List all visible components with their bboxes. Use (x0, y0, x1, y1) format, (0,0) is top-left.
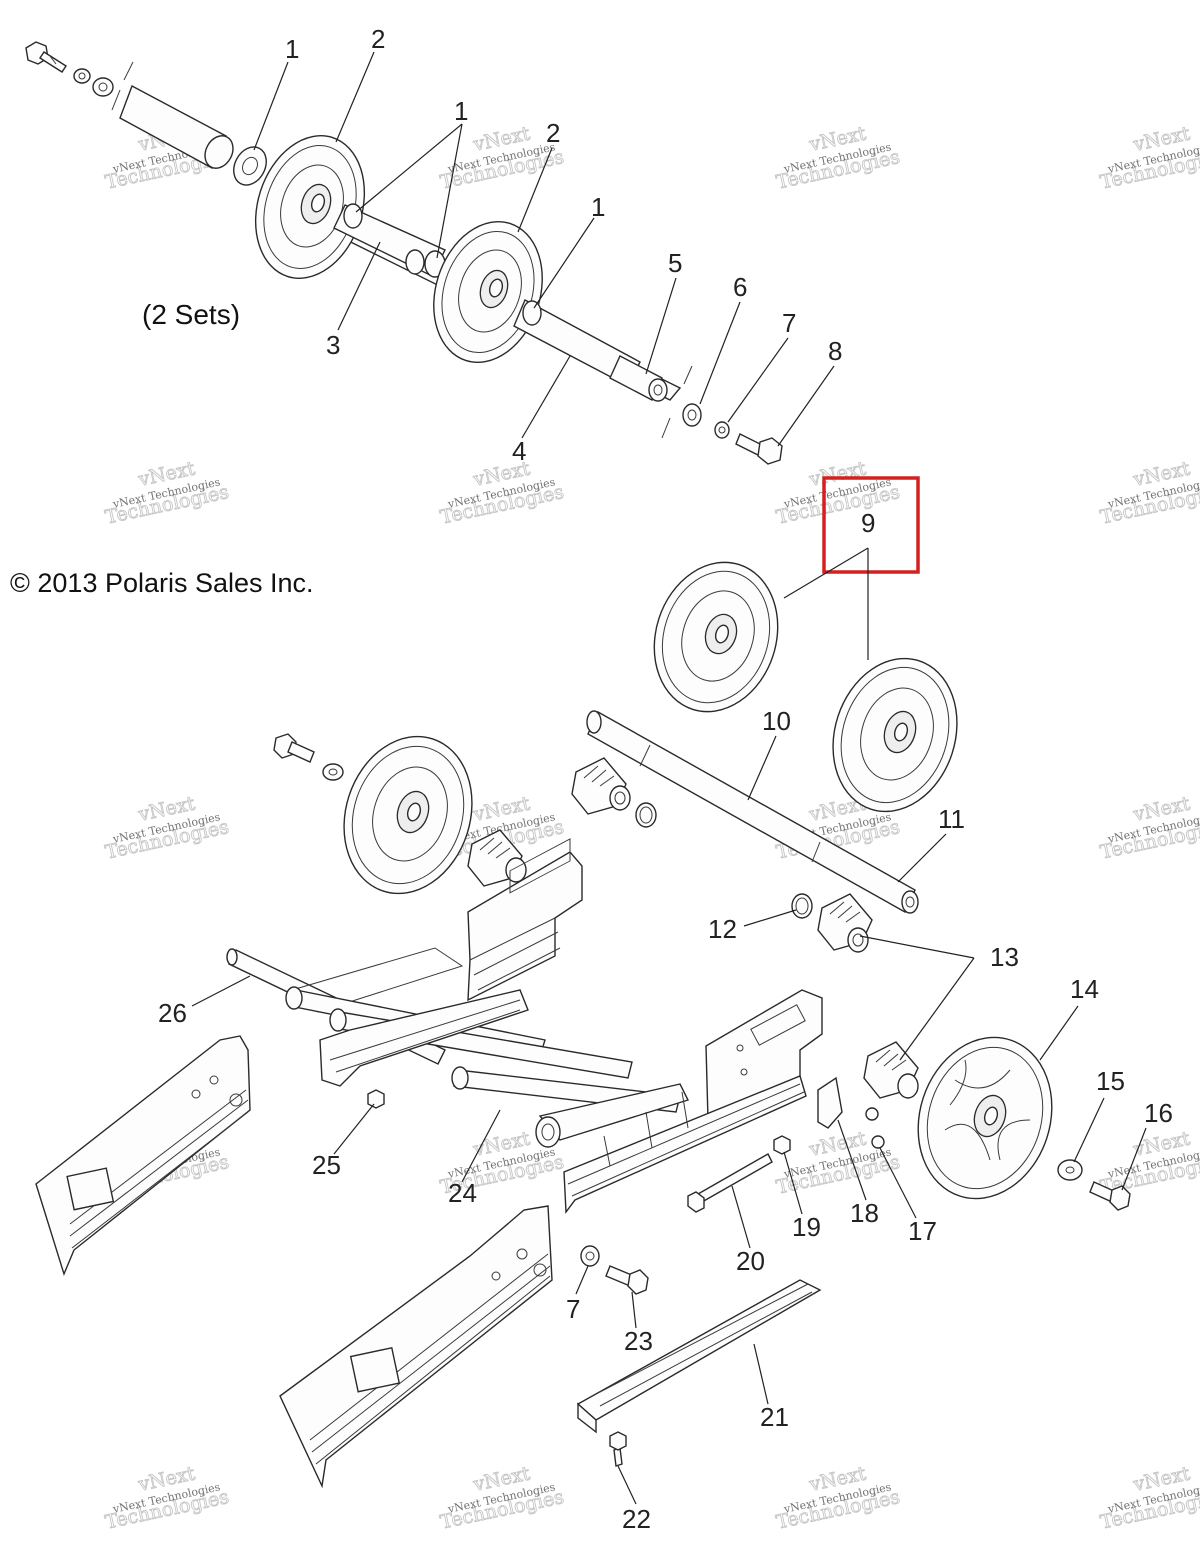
rear-suspension-frame (226, 838, 885, 1214)
bolt-20 (687, 1153, 773, 1213)
callout-label: 15 (1096, 1066, 1125, 1096)
bearing-blocks-13 (467, 757, 919, 1099)
callout-label: 2 (546, 118, 560, 148)
left-wheel-group (273, 733, 473, 895)
callout-label: 7 (782, 308, 796, 338)
bolt-top-left (25, 41, 67, 73)
callout-label: 17 (908, 1216, 937, 1246)
slide-rail-upper-left (35, 1035, 251, 1277)
callout-label: 4 (512, 436, 526, 466)
idler-wheel-2-left (254, 135, 366, 279)
rear-wheel-14 (917, 1036, 1131, 1211)
callout-label: 14 (1070, 974, 1099, 1004)
callout-label: 1 (591, 192, 605, 222)
leader-lines (191, 51, 1147, 1505)
callout-label: 5 (668, 248, 682, 278)
callout-label: 25 (312, 1150, 341, 1180)
callout-label: 24 (448, 1178, 477, 1208)
callout-label: 13 (990, 942, 1019, 972)
callout-label: 1 (454, 96, 468, 126)
cross-shaft-10 (586, 710, 919, 914)
callout-label: 16 (1144, 1098, 1173, 1128)
callout-label: 3 (326, 330, 340, 360)
callout-label: 12 (708, 914, 737, 944)
callout-label: 6 (733, 272, 747, 302)
callout-label: 2 (371, 24, 385, 54)
callout-label: 7 (566, 1294, 580, 1324)
callout-label: 22 (622, 1504, 651, 1534)
callout-label: 21 (760, 1402, 789, 1432)
callout-label: 11 (938, 804, 965, 834)
idler-wheels-part-9 (653, 561, 958, 813)
callout-labels: 1 2 1 2 1 3 4 5 6 7 8 10 11 12 13 14 15 … (158, 24, 1173, 1534)
idler-wheel-2-right (433, 220, 543, 364)
callout-label: 10 (762, 706, 791, 736)
slide-rail-lower-left (279, 1205, 553, 1489)
callout-label: 19 (792, 1212, 821, 1242)
callout-label: 1 (285, 34, 299, 64)
top-wheel-axle-assembly (25, 41, 783, 465)
highlight-box-part-9 (822, 476, 920, 574)
callout-label: 8 (828, 336, 842, 366)
note-two-sets: (2 Sets) (142, 299, 240, 330)
callout-label-9-highlighted: 9 (861, 508, 875, 538)
callout-label: 18 (850, 1198, 879, 1228)
callout-label: 26 (158, 998, 187, 1028)
callout-label: 23 (624, 1326, 653, 1356)
copyright-text: © 2013 Polaris Sales Inc. (10, 568, 314, 598)
wear-strip-21 (576, 1279, 822, 1434)
callout-label: 20 (736, 1246, 765, 1276)
